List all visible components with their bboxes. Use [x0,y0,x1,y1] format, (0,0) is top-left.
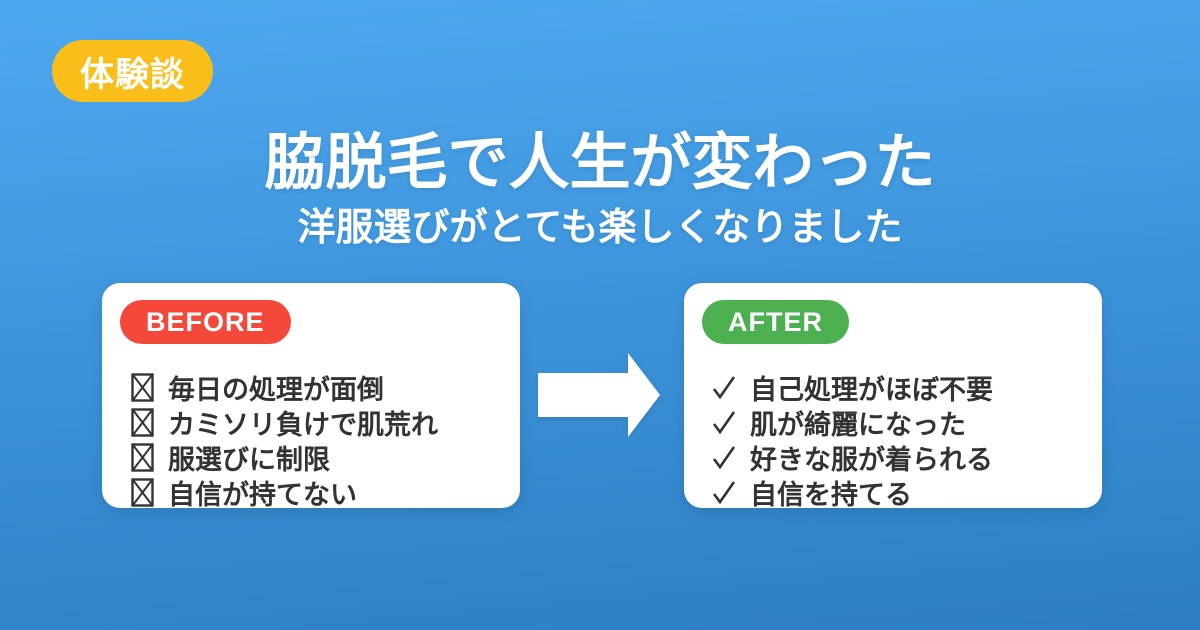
before-list-item: 服選びに制限 [130,440,502,475]
check-icon [712,410,736,436]
before-badge: BEFORE [120,300,291,344]
after-badge: AFTER [702,300,849,344]
after-item-text: 好きな服が着られる [750,445,993,475]
testimonial-tag-label: 体験談 [80,55,185,94]
main-title: 脇脱毛で人生が変わった [264,128,936,196]
before-list-item: カミソリ負けで肌荒れ [130,405,502,440]
before-item-text: 毎日の処理が面倒 [168,375,384,405]
after-item-text: 自信を持てる [750,480,912,510]
testimonial-tag-badge: 体験談 [52,40,213,102]
before-item-text: 自信が持てない [168,480,357,510]
before-item-text: 服選びに制限 [168,445,330,475]
after-list-item: 肌が綺麗になった [712,405,1084,440]
after-item-text: 肌が綺麗になった [750,410,966,440]
before-badge-label: BEFORE [146,306,265,337]
before-list-item: 自信が持てない [130,475,502,510]
before-list-item: 毎日の処理が面倒 [130,370,502,405]
check-icon [712,375,736,401]
after-list: 自己処理がほぼ不要 肌が綺麗になった 好きな服が着られる [712,370,1084,510]
after-card: AFTER 自己処理がほぼ不要 肌が綺麗になった [684,283,1102,510]
after-list-item: 自信を持てる [712,475,1084,510]
check-icon [712,445,736,471]
check-icon [712,480,736,506]
after-item-text: 自己処理がほぼ不要 [750,375,993,405]
before-item-text: カミソリ負けで肌荒れ [168,410,438,440]
after-badge-label: AFTER [728,306,823,337]
crossed-box-icon [130,373,154,402]
crossed-box-icon [130,443,154,472]
crossed-box-icon [130,408,154,437]
crossed-box-icon [130,478,154,507]
before-card: BEFORE 毎日の処理が面倒 [102,283,520,510]
before-list: 毎日の処理が面倒 カミソリ負けで肌荒れ [130,370,502,510]
after-list-item: 自己処理がほぼ不要 [712,370,1084,405]
subtitle: 洋服選びがとても楽しくなりました [297,207,903,249]
after-list-item: 好きな服が着られる [712,440,1084,475]
before-to-after-arrow-icon [538,353,660,437]
